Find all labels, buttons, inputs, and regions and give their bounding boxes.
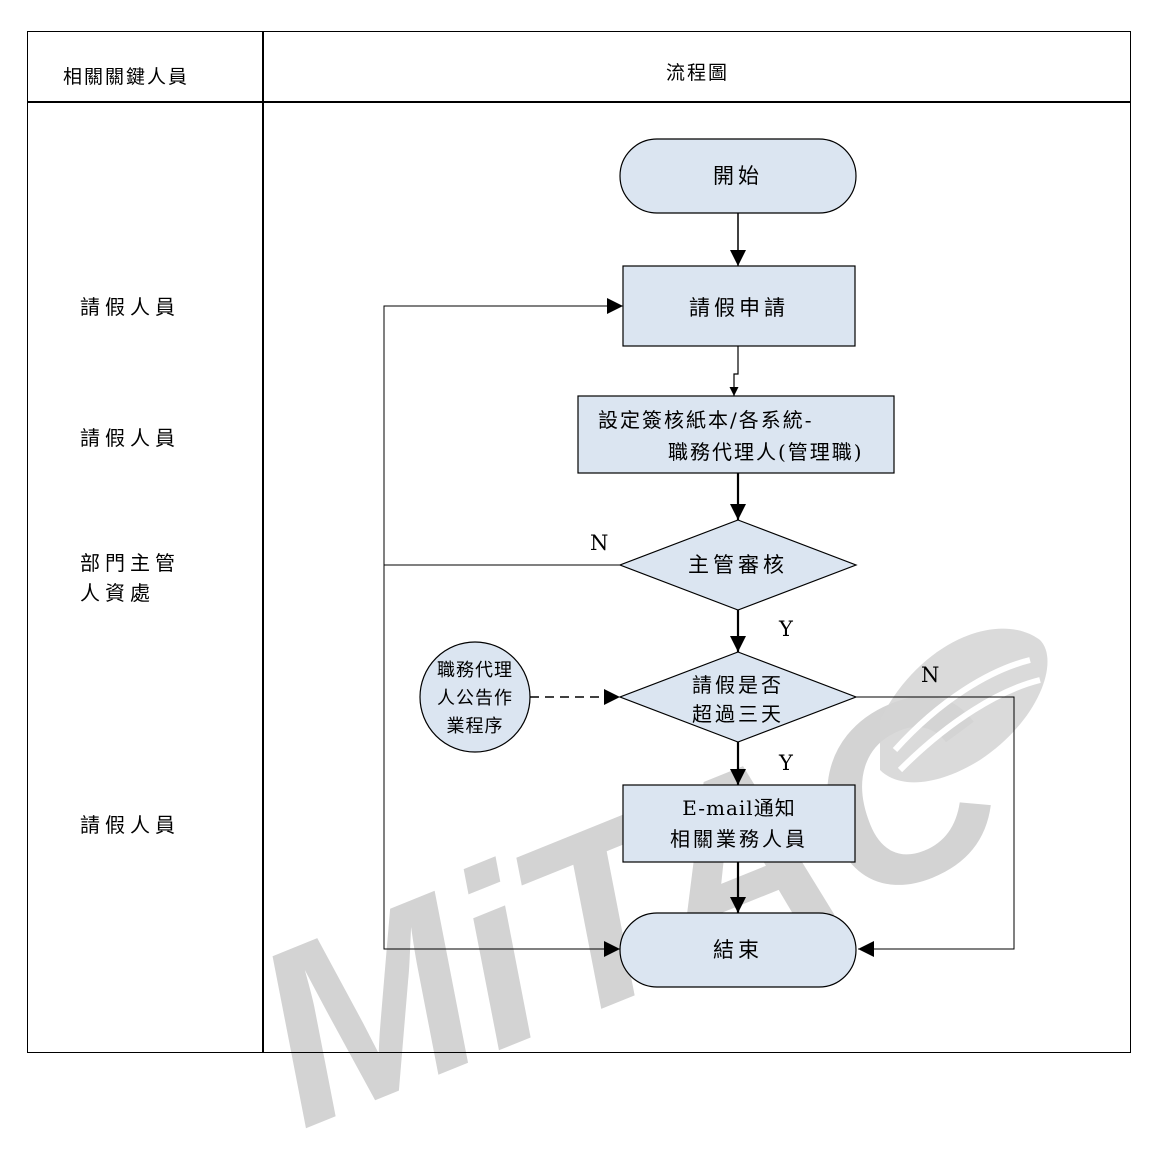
email-label-line2: 相關業務人員 (670, 827, 808, 851)
role-applicant-3: 請假人員 (80, 813, 180, 837)
arrow-apply-to-setup (729, 346, 739, 396)
setup-proxy-box: 設定簽核紙本/各系統- 職務代理人(管理職) (577, 395, 895, 474)
label-y-days: Y (778, 751, 794, 775)
setup-label-line2: 職務代理人(管理職) (668, 440, 864, 464)
apply-label: 請假申請 (689, 296, 789, 320)
setup-label-line1: 設定簽核紙本/各系統- (598, 408, 814, 432)
role-applicant-1: 請假人員 (80, 295, 180, 319)
column-divider (262, 31, 264, 1053)
connector-label-line1: 職務代理 (437, 660, 513, 681)
connector-label-line2: 人公告作 (437, 688, 513, 709)
proxy-announcement-connector: 職務代理 人公告作 業程序 (419, 641, 531, 753)
end-label: 結束 (713, 938, 763, 962)
manager-review-decision: 主管審核 (618, 519, 858, 611)
start-label: 開始 (713, 164, 763, 188)
over-three-days-decision: 請假是否 超過三天 (618, 651, 858, 743)
manager-review-label: 主管審核 (688, 553, 788, 577)
arrow-days-no-to-end (856, 696, 1015, 957)
apply-process-box: 請假申請 (622, 265, 856, 347)
email-label-line1: E-mail通知 (682, 796, 795, 820)
arrow-review-no-to-apply (383, 298, 623, 566)
label-n-review: N (590, 531, 608, 555)
label-n-days: N (921, 663, 939, 687)
header-key-personnel: 相關關鍵人員 (63, 66, 190, 88)
days-label-line1: 請假是否 (692, 673, 784, 697)
header-divider (27, 101, 1131, 103)
email-notify-box: E-mail通知 相關業務人員 (622, 784, 856, 863)
start-terminator: 開始 (619, 138, 857, 214)
process-table (27, 31, 1131, 1053)
label-y-review: Y (778, 617, 794, 641)
header-flowchart: 流程圖 (666, 62, 730, 84)
days-label-line2: 超過三天 (692, 702, 784, 726)
end-terminator: 結束 (619, 912, 857, 988)
connector-label-line3: 業程序 (447, 716, 504, 737)
role-manager-hr: 部門主管 人資處 (80, 551, 180, 605)
arrow-loop-to-end (383, 565, 620, 957)
role-applicant-2: 請假人員 (80, 426, 180, 450)
